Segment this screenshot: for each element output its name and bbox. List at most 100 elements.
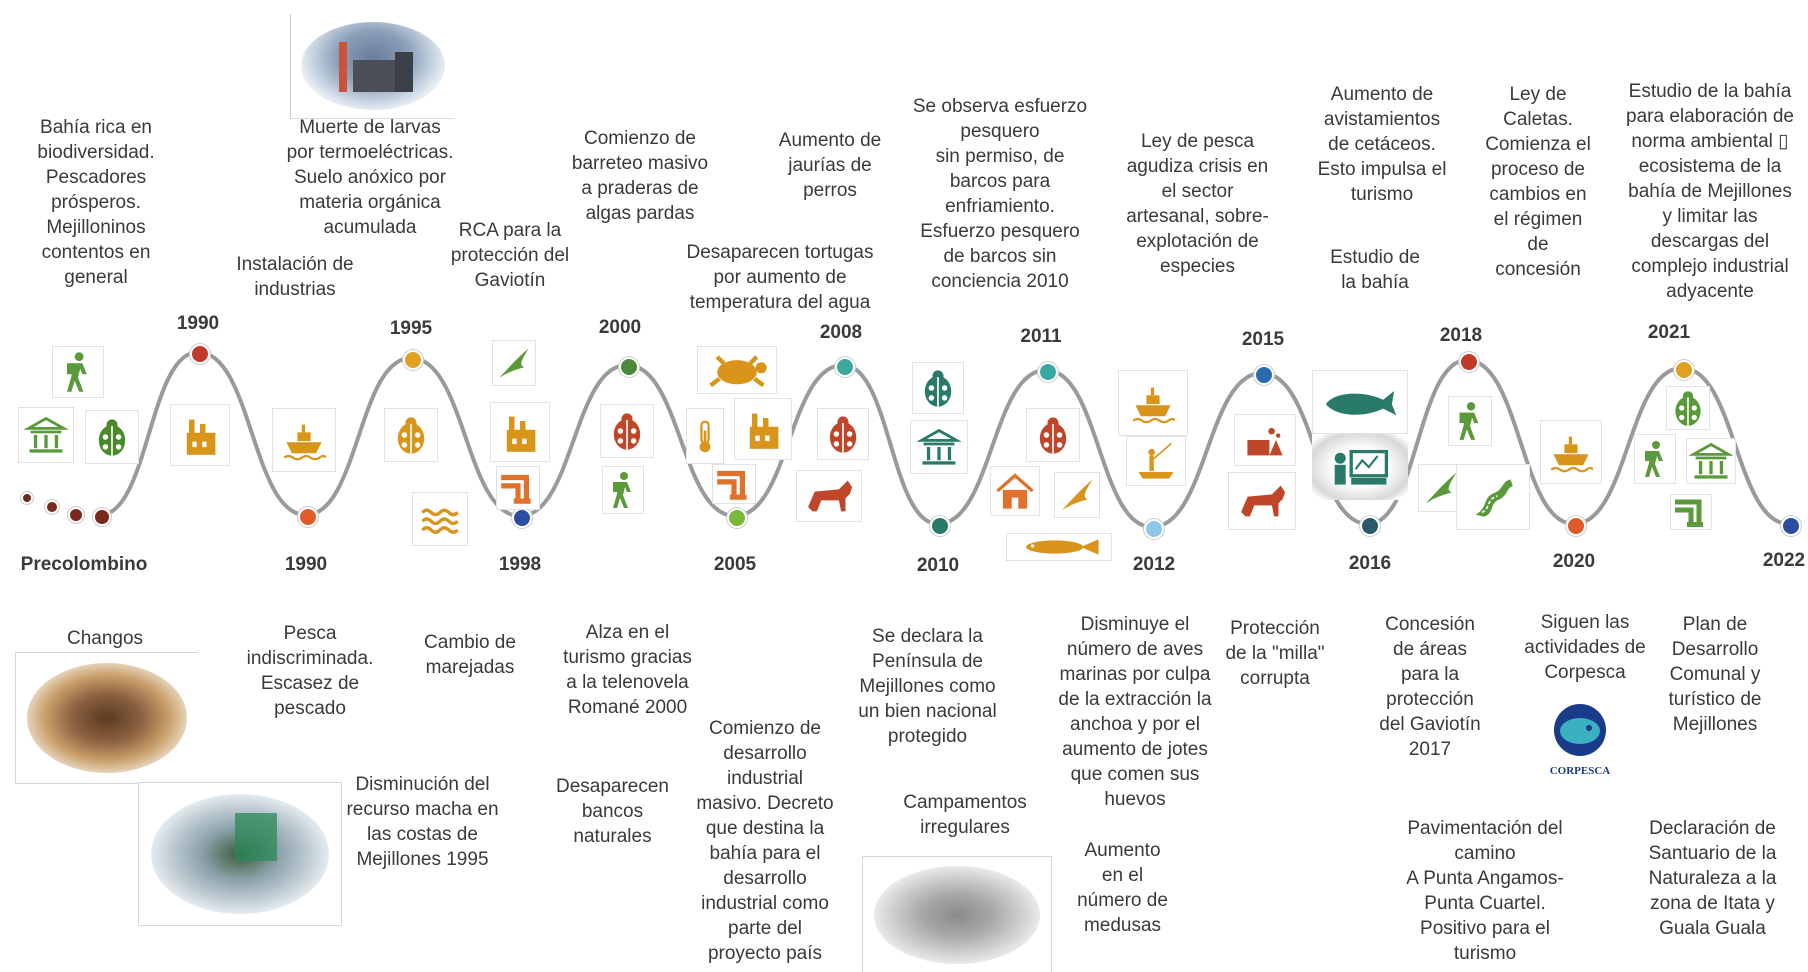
dot-2008: [835, 357, 855, 377]
dot-2015: [1254, 365, 1274, 385]
year-2018: 2018: [1439, 325, 1483, 346]
pipe-2-icon: [712, 464, 756, 504]
event-marejadas: Cambio de marejadas: [424, 632, 516, 678]
turtle-icon: [697, 346, 777, 394]
house-icon: [990, 466, 1040, 516]
museum-teal-icon: [910, 420, 968, 474]
ladybug-teal-icon: [912, 362, 964, 414]
photo-termoelectrica: [290, 14, 455, 119]
ladybug-green-2-icon: [1666, 386, 1710, 430]
corpesca-fish-icon: [1554, 704, 1606, 756]
hiker-icon: [52, 346, 104, 398]
year-2012: 2012: [1132, 554, 1176, 575]
ladybug-red-3-icon: [1026, 408, 1080, 462]
road-icon: [1456, 464, 1530, 530]
hiker-3-icon: [1448, 396, 1492, 446]
event-instalacion: Instalación de industrias: [236, 254, 354, 300]
dot-1998: [512, 508, 532, 528]
hiker-4-icon: [1634, 434, 1676, 484]
dot-2021: [1674, 360, 1694, 380]
ladybug-red-2-icon: [817, 408, 869, 460]
year-1998: 1998: [498, 554, 542, 575]
event-santuario: Declaración de Santuario de la Naturalez…: [1648, 818, 1777, 939]
event-rca: RCA para la protección del Gaviotín: [450, 220, 570, 291]
dot-2016: [1360, 516, 1380, 536]
ladybug-red-icon: [600, 404, 654, 458]
event-pesca: Pesca indiscriminada. Escasez de pescado: [246, 623, 374, 719]
dot-2012: [1144, 519, 1164, 539]
event-peninsula: Se declara la Península de Mejillones co…: [858, 626, 997, 747]
event-turismo: Alza en el turismo gracias a la telenove…: [563, 622, 692, 718]
researcher-icon: [1312, 434, 1408, 500]
year-1990-bottom: 1990: [284, 554, 328, 575]
photo-campamentos: [862, 856, 1052, 972]
event-desarrollo: Comienzo de desarrollo industrial masivo…: [696, 718, 834, 964]
photo-changos: [15, 652, 198, 784]
factory-icon: [170, 404, 230, 466]
museum-2-icon: [1686, 438, 1736, 484]
event-medusas: Aumento en el número de medusas: [1077, 840, 1168, 936]
factory-2-icon: [490, 402, 550, 462]
dot-pre-4: [93, 508, 111, 526]
year-2021: 2021: [1647, 322, 1691, 343]
event-barreteo: Comienzo de barreteo masivo a praderas d…: [571, 128, 709, 224]
dot-2005: [727, 508, 747, 528]
bird-green-icon: [492, 340, 536, 386]
bird-orange-icon: [1054, 472, 1100, 518]
museum-icon: [18, 407, 74, 463]
year-1995: 1995: [389, 318, 433, 339]
event-esfuerzo: Se observa esfuerzo pesquero sin permiso…: [912, 96, 1088, 292]
ship-icon: [272, 408, 336, 472]
event-bancos: Desaparecen bancos naturales: [555, 776, 670, 847]
ladybug-green-icon: [85, 410, 139, 464]
dot-2011: [1038, 362, 1058, 382]
dot-pre-1: [21, 492, 33, 504]
year-2020: 2020: [1552, 551, 1596, 572]
year-precolombino: Precolombino: [20, 554, 148, 575]
event-corpesca: Siguen las actividades de Corpesca: [1524, 612, 1646, 683]
dot-pre-3: [68, 507, 84, 523]
event-estudio-bahia: Estudio de la bahía: [1330, 247, 1420, 293]
event-bahia-rica: Bahía rica en biodiversidad. Pescadores …: [37, 117, 155, 288]
event-cetaceos: Aumento de avistamientos de cetáceos. Es…: [1317, 84, 1447, 205]
year-2008: 2008: [819, 322, 863, 343]
dot-2010: [930, 516, 950, 536]
pipe-icon: [496, 466, 540, 510]
whale-icon: [1312, 370, 1408, 434]
event-muerte-larvas: Muerte de larvas por termoeléctricas. Su…: [286, 117, 454, 238]
event-plan: Plan de Desarrollo Comunal y turístico d…: [1668, 614, 1762, 735]
dot-2018: [1459, 352, 1479, 372]
waves-icon: [412, 492, 468, 546]
fisherman-icon: [1126, 436, 1186, 486]
year-2010: 2010: [916, 555, 960, 576]
fish-icon: [1006, 533, 1112, 561]
dot-pre-2: [45, 500, 59, 514]
year-1990-top: 1990: [176, 313, 220, 334]
year-2015: 2015: [1241, 329, 1285, 350]
dog-2-icon: [1228, 472, 1296, 530]
dot-2000: [619, 357, 639, 377]
event-changos: Changos: [66, 628, 144, 649]
event-tortugas: Desaparecen tortugas por aumento de temp…: [686, 242, 874, 313]
trash-dump-icon: [1234, 414, 1296, 466]
dot-1990-top: [190, 344, 210, 364]
corpesca-logo-text: CORPESCA: [1549, 765, 1611, 777]
year-2000: 2000: [598, 317, 642, 338]
year-2011: 2011: [1020, 326, 1062, 347]
dot-2022: [1781, 516, 1801, 536]
dog-icon: [796, 470, 862, 522]
event-pavimentacion: Pavimentación del camino A Punta Angamos…: [1406, 818, 1564, 964]
year-2005: 2005: [713, 554, 757, 575]
event-milla: Protección de la "milla" corrupta: [1225, 618, 1325, 689]
ladybug-orange-icon: [384, 408, 438, 462]
year-2022: 2022: [1762, 550, 1806, 571]
dot-2020: [1566, 516, 1586, 536]
event-jaurias: Aumento de jaurías de perros: [778, 130, 882, 201]
event-concesion: Concesión de áreas para la protección de…: [1379, 614, 1481, 760]
event-macha: Disminución del recurso macha en las cos…: [346, 774, 499, 870]
corpesca-logo: CORPESCA: [1549, 700, 1611, 777]
dot-1990-bottom: [298, 507, 318, 527]
year-2016: 2016: [1348, 553, 1392, 574]
ship-2-icon: [1118, 370, 1188, 436]
